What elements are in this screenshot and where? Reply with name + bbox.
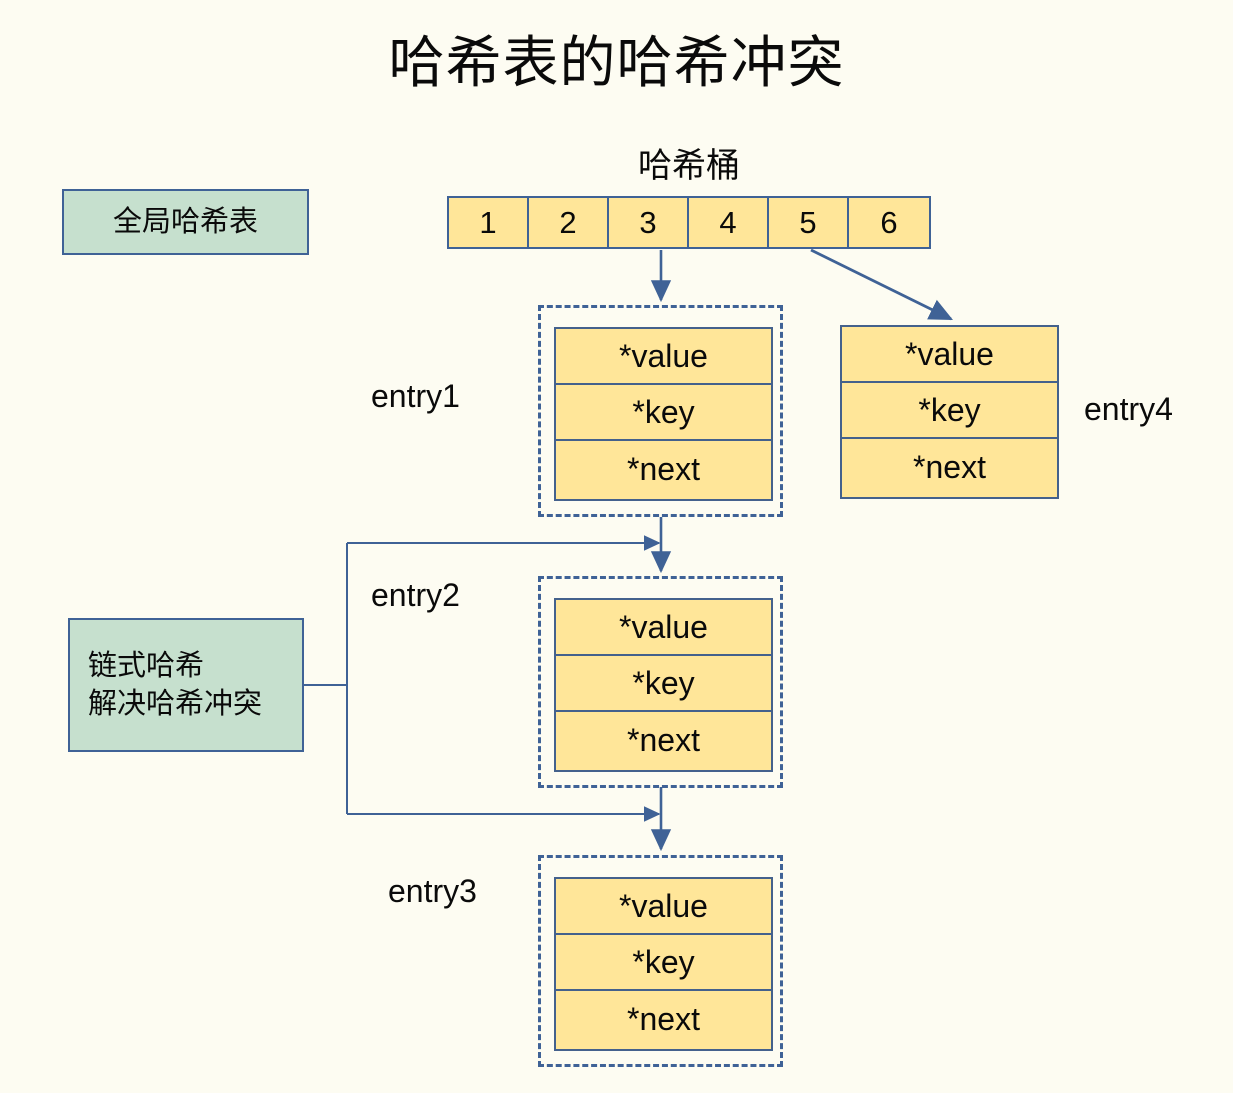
bucket-cell-2[interactable]: 2	[529, 198, 609, 247]
bucket-caption: 哈希桶	[638, 147, 740, 185]
page-title: 哈希表的哈希冲突	[388, 31, 845, 94]
entry2-container: *value *key *next	[538, 576, 783, 788]
entry4-container: *value *key *next	[840, 325, 1059, 499]
entry1-field-next: *next	[556, 441, 771, 497]
bucket-cell-3[interactable]: 3	[609, 198, 689, 247]
entry2-field-value: *value	[556, 600, 771, 656]
bucket-cell-1[interactable]: 1	[449, 198, 529, 247]
note-global-hash-table: 全局哈希表	[62, 189, 309, 255]
entry2-label: entry2	[371, 577, 460, 613]
entry3-field-key: *key	[556, 935, 771, 991]
bucket-cell-6[interactable]: 6	[849, 198, 929, 247]
bucket-cell-4[interactable]: 4	[689, 198, 769, 247]
entry4-field-value: *value	[842, 327, 1057, 383]
note-global-hash-table-label: 全局哈希表	[112, 205, 258, 238]
entry3-label: entry3	[388, 873, 477, 909]
entry3-container: *value *key *next	[538, 855, 783, 1067]
connector-chain-note-trunk	[304, 543, 348, 814]
note-chaining-resolution: 链式哈希 解决哈希冲突	[68, 618, 304, 752]
entry2-field-next: *next	[556, 712, 771, 768]
bucket-cell-5[interactable]: 5	[769, 198, 849, 247]
hash-bucket-array: 1 2 3 4 5 6	[447, 196, 931, 249]
entry4-label: entry4	[1084, 391, 1173, 427]
entry2-node[interactable]: *value *key *next	[554, 598, 773, 772]
entry1-node[interactable]: *value *key *next	[554, 327, 773, 501]
note-chaining-resolution-label: 链式哈希 解决哈希冲突	[88, 649, 263, 720]
entry4-node[interactable]: *value *key *next	[840, 325, 1059, 499]
entry1-field-key: *key	[556, 385, 771, 441]
entry4-field-next: *next	[842, 439, 1057, 495]
entry1-field-value: *value	[556, 329, 771, 385]
entry1-container: *value *key *next	[538, 305, 783, 517]
entry4-field-key: *key	[842, 383, 1057, 439]
entry1-label: entry1	[371, 378, 460, 414]
connector-bucket5-to-entry4	[810, 248, 954, 321]
entry3-node[interactable]: *value *key *next	[554, 877, 773, 1051]
entry2-field-key: *key	[556, 656, 771, 712]
entry3-field-next: *next	[556, 991, 771, 1047]
entry3-field-value: *value	[556, 879, 771, 935]
